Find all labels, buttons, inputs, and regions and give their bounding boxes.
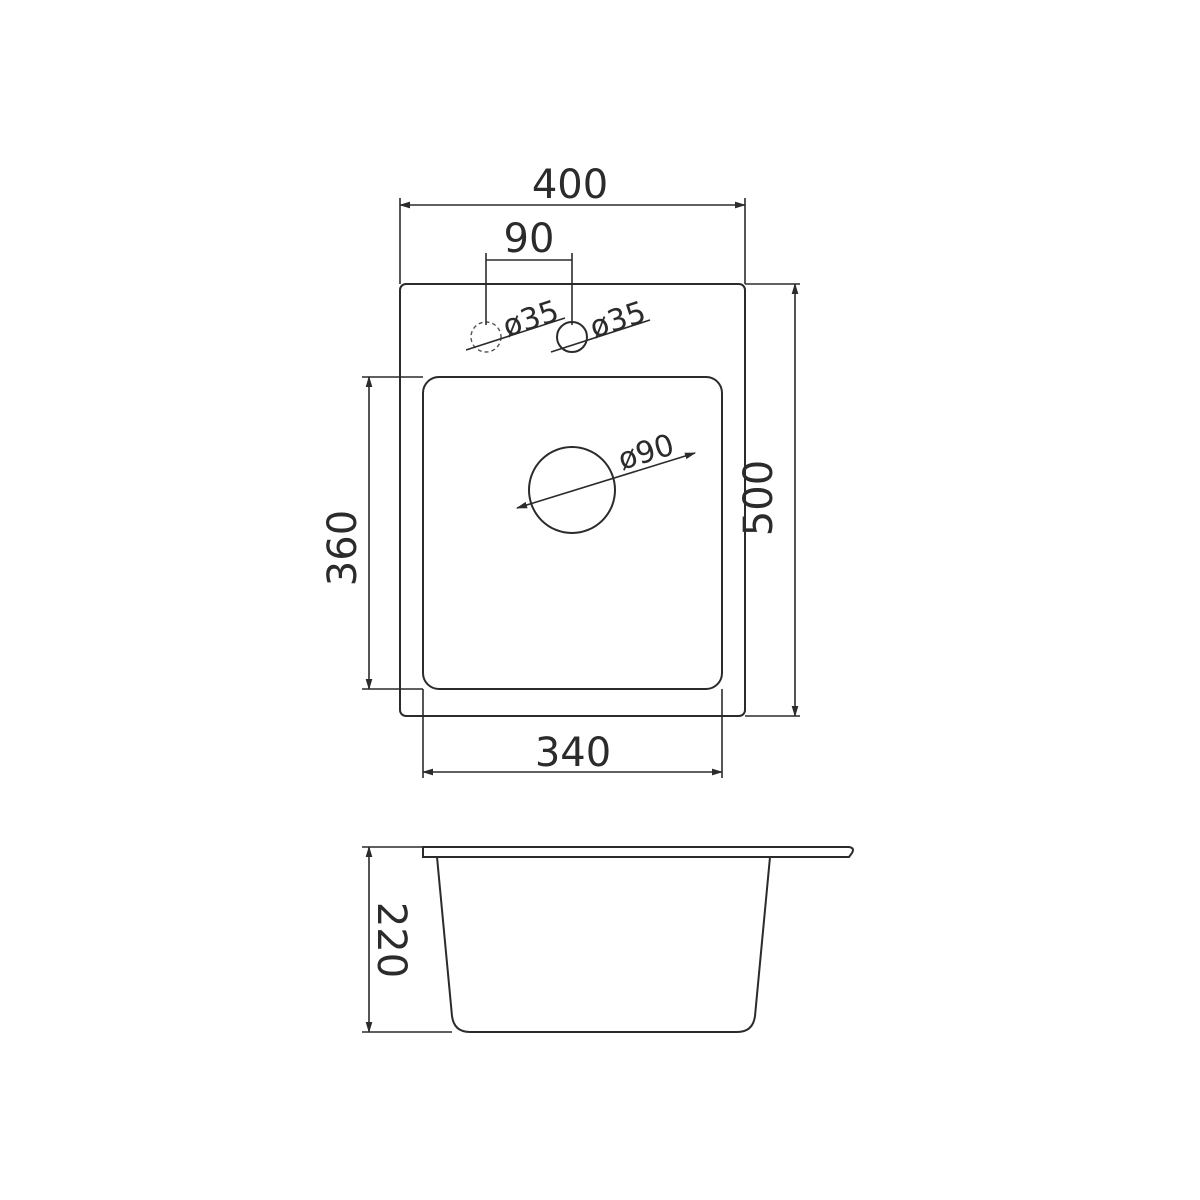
- tap-hole-right-label: ø35: [586, 295, 651, 346]
- bowl-width-dimension: 340: [421, 689, 724, 778]
- overall-width-dimension: 400: [398, 162, 747, 284]
- overall-depth-dimension: 500: [736, 282, 800, 718]
- bowl-width-label: 340: [535, 730, 611, 776]
- tap-hole-right-leader: [550, 319, 651, 353]
- drain-circle: [528, 446, 616, 534]
- rim-profile: [422, 846, 854, 858]
- overall-depth-label: 500: [736, 460, 782, 536]
- bowl-profile: [436, 856, 771, 1033]
- bowl-depth-label: 360: [320, 510, 366, 586]
- top-view: ø35 ø35 ø90 400 90 500: [320, 162, 800, 778]
- bowl-outline: [422, 376, 723, 690]
- overall-width-label: 400: [532, 162, 608, 208]
- tap-hole-left-label: ø35: [499, 294, 564, 345]
- sink-outer-outline: [399, 283, 746, 717]
- side-view: 220: [362, 845, 854, 1034]
- tap-spacing-dimension: 90: [485, 216, 573, 325]
- tap-spacing-label: 90: [504, 216, 555, 262]
- bowl-height-label: 220: [368, 902, 414, 978]
- bowl-depth-dimension: 360: [320, 375, 423, 691]
- drain-diameter-label: ø90: [614, 428, 678, 478]
- drain-diameter-leader: [515, 452, 697, 509]
- bowl-height-dimension: 220: [362, 845, 452, 1034]
- tap-hole-left-leader: [465, 317, 566, 351]
